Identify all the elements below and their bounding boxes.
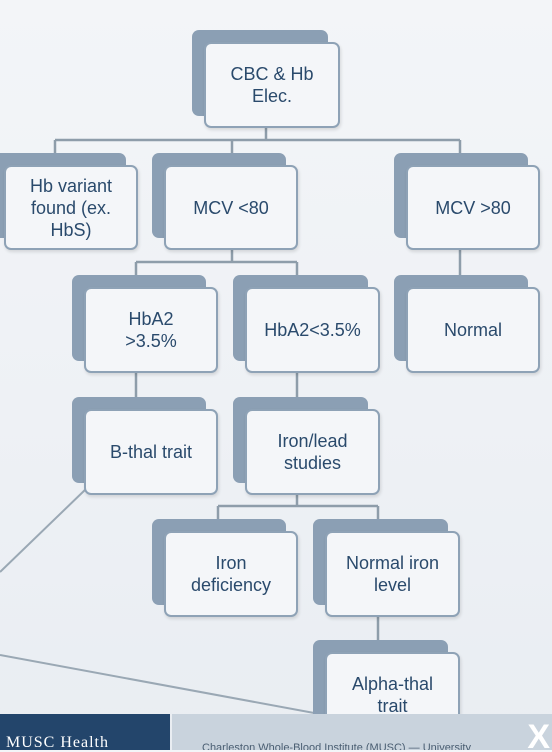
footer-credit-text: Charleston Whole-Blood Institute (MUSC) …	[202, 742, 471, 750]
node-mcv-low-label: MCV <80	[193, 197, 269, 218]
footer-credit-bar: Charleston Whole-Blood Institute (MUSC) …	[172, 714, 552, 750]
node-hb-variant: Hb variant found (ex. HbS)	[0, 153, 138, 250]
node-bthal-label: B-thal trait	[109, 442, 193, 462]
footer-logo-text: MUSC Health	[6, 734, 109, 751]
node-normal-iron: Normal iron level	[313, 519, 460, 617]
footer-logo-bar: MUSC Health	[0, 714, 170, 751]
footer-corner-mark: X	[527, 718, 550, 750]
node-iron-def: Iron deficiency	[152, 519, 298, 617]
node-normal-label: Normal	[443, 320, 502, 340]
pointer-line-bthal	[0, 487, 88, 573]
node-hba2-high: HbA2 >3.5%	[72, 275, 218, 373]
node-cbc: CBC & Hb Elec.	[192, 30, 340, 128]
node-iron-def-label: Iron deficiency	[190, 553, 272, 595]
node-iron-lead-label: Iron/lead studies	[277, 431, 348, 473]
node-bthal: B-thal trait	[72, 397, 218, 495]
node-normal-iron-label: Normal iron level	[345, 553, 440, 595]
node-cbc-label: CBC & Hb Elec.	[230, 64, 314, 106]
node-mcv-high-label: MCV >80	[435, 197, 511, 218]
node-normal: Normal	[394, 275, 540, 373]
node-mcv-high: MCV >80	[394, 153, 540, 250]
node-iron-lead: Iron/lead studies	[233, 397, 380, 495]
pointer-line-alpha-thal	[0, 654, 326, 716]
node-hb-variant-label: Hb variant found (ex. HbS)	[29, 175, 113, 240]
node-mcv-low: MCV <80	[152, 153, 298, 250]
node-hba2-low: HbA2<3.5%	[233, 275, 380, 373]
node-alpha-thal-label: Alpha-thal trait	[351, 674, 434, 716]
node-hba2-low-label: HbA2<3.5%	[264, 320, 361, 340]
node-hba2-high-label: HbA2 >3.5%	[125, 309, 177, 351]
